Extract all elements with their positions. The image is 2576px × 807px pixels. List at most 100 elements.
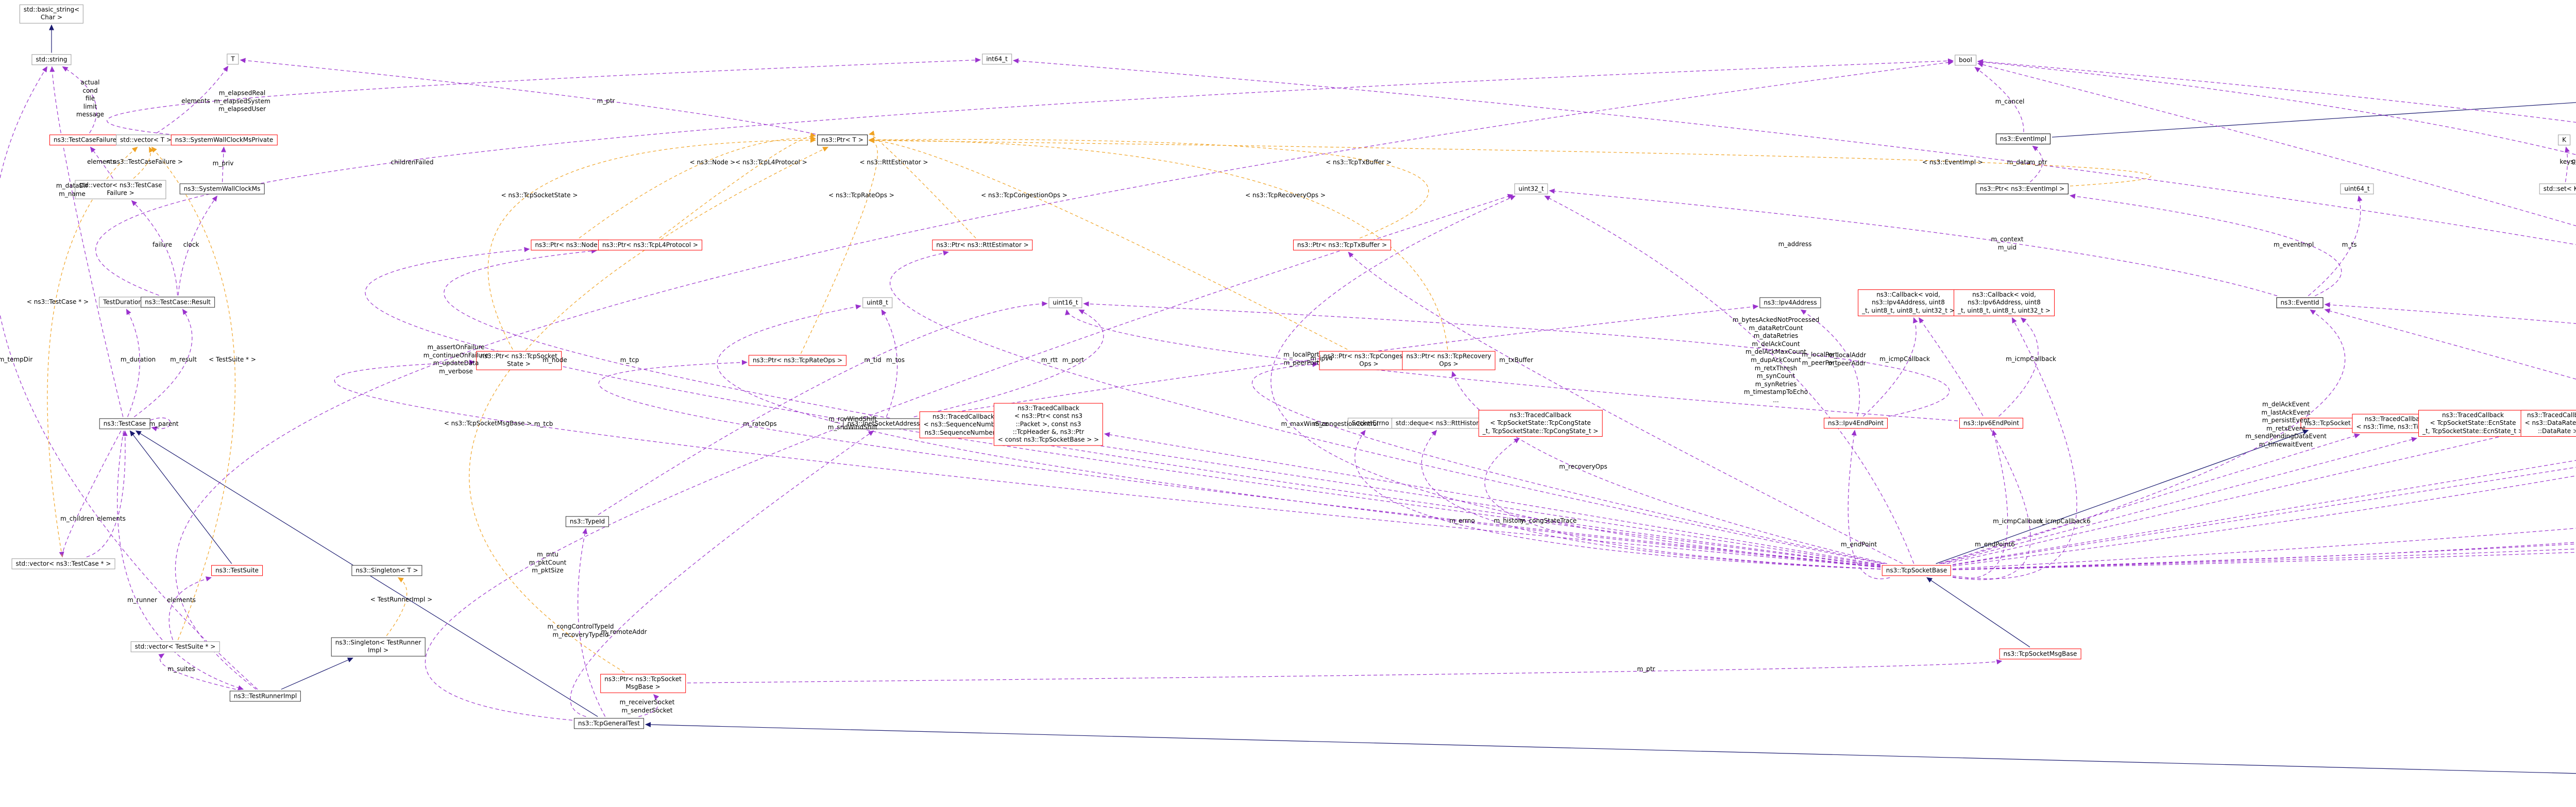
edge-label: m_icmpCallback: [2006, 355, 2056, 363]
edge-label: m_result: [170, 356, 197, 364]
edge-Ptr_EventImpl-EventImpl: [2029, 145, 2043, 182]
node-Ptr_EventImpl[interactable]: ns3::Ptr< ns3::EventImpl >: [1975, 183, 2069, 195]
node-set_K[interactable]: std::set< K >: [2539, 183, 2576, 195]
edge-label: m_icmpCallback: [1879, 355, 1930, 363]
edge-Ptr_TcpL4-Ptr_T: [659, 132, 816, 238]
node-Ptr_TSMB[interactable]: ns3::Ptr< ns3::TcpSocket MsgBase >: [600, 674, 686, 693]
edge-Ipv4EndPoint-uint16_t: [1083, 301, 1950, 417]
edge-label: m_ipv4: [1310, 355, 1333, 363]
node-TestCase[interactable]: ns3::TestCase: [99, 418, 150, 430]
edge-set_K-K: [2565, 146, 2570, 182]
edge-label: < ns3::TcpCongestionOps >: [981, 192, 1067, 199]
node-Ptr_T[interactable]: ns3::Ptr< T >: [817, 134, 868, 146]
node-SysWCMsPriv[interactable]: ns3::SystemWallClockMsPrivate: [171, 134, 278, 146]
node-bool[interactable]: bool: [1955, 55, 1976, 66]
node-TestCaseFailure[interactable]: ns3::TestCaseFailure: [49, 134, 121, 146]
node-Ptr_TcpL4[interactable]: ns3::Ptr< ns3::TcpL4Protocol >: [598, 239, 702, 251]
edge-Ptr_TxBuf-Ptr_T: [869, 137, 1429, 239]
node-Ptr_CongOps[interactable]: ns3::Ptr< ns3::TcpCongestion Ops >: [1319, 351, 1419, 370]
node-Ptr_RecOps[interactable]: ns3::Ptr< ns3::TcpRecovery Ops >: [1402, 351, 1496, 370]
edge-TestCase-std_string: [49, 66, 124, 417]
edge-label: m_endPoint6: [1975, 541, 2015, 548]
node-SocketErrno[interactable]: SocketErrno: [1347, 418, 1394, 429]
node-TcpGeneralTest[interactable]: ns3::TcpGeneralTest: [573, 718, 645, 729]
node-TypeId[interactable]: ns3::TypeId: [565, 516, 609, 527]
edge-TcpSocketBase-CB_v4: [1918, 317, 2031, 580]
edge-label: childrenFailed: [391, 159, 434, 166]
edge-vector_TSp-TestSuite: [168, 576, 212, 640]
node-TC_Ecn[interactable]: ns3::TracedCallback < TcpSocketState::Ec…: [2418, 409, 2528, 437]
node-InetSockAddr[interactable]: ns3::InetSocketAddress: [843, 418, 924, 430]
edge-label: m_icmpCallback6: [2036, 518, 2091, 525]
node-vector_TCF[interactable]: std::vector< ns3::TestCase Failure >: [75, 180, 166, 199]
edge-Result-vector_TCF: [131, 200, 178, 296]
node-Singleton_T[interactable]: ns3::Singleton< T >: [351, 565, 422, 576]
edge-label: keys: [2560, 158, 2574, 166]
node-TcpSocketMsgBase[interactable]: ns3::TcpSocketMsgBase: [1999, 648, 2081, 660]
node-std_string[interactable]: std::string: [31, 54, 72, 65]
edge-Singleton_TRI-Singleton_T: [386, 577, 408, 636]
edge-label: m_tid: [864, 356, 882, 364]
edge-label: m_cancel: [1995, 98, 2025, 106]
node-vector_TSp[interactable]: std::vector< TestSuite * >: [130, 641, 220, 653]
node-TestDuration[interactable]: TestDuration: [99, 297, 146, 308]
node-SysWCMs[interactable]: ns3::SystemWallClockMs: [179, 183, 265, 195]
node-Singleton_TRI[interactable]: ns3::Singleton< TestRunner Impl >: [331, 637, 426, 657]
node-TC_PktHdr[interactable]: ns3::TracedCallback < ns3::Ptr< const ns…: [993, 403, 1104, 446]
node-Ptr_RateOps[interactable]: ns3::Ptr< ns3::TcpRateOps >: [748, 355, 847, 366]
node-uint8_t[interactable]: uint8_t: [862, 297, 892, 308]
node-Ptr_TSS[interactable]: ns3::Ptr< ns3::TcpSocket State >: [476, 351, 562, 370]
edge-TcpSocketBase-uint32_t: [1270, 195, 1881, 568]
edge-TestRunnerImpl-Singleton_TRI: [281, 657, 353, 690]
node-TcpSocketBase[interactable]: ns3::TcpSocketBase: [1882, 565, 1952, 576]
edge-label: m_rcvWindShift m_sndWindShift: [827, 415, 878, 431]
node-Ipv4EndPoint[interactable]: ns3::Ipv4EndPoint: [1823, 418, 1888, 429]
edge-TcpSocketMsgBase-TcpSocketBase: [1926, 577, 2030, 647]
node-TestRunnerImpl[interactable]: ns3::TestRunnerImpl: [229, 691, 301, 702]
edge-SysWCMsPriv-int64_t: [107, 57, 981, 135]
node-K[interactable]: K: [2558, 134, 2570, 146]
edge-TcpSocketBase-SocketErrno: [1354, 430, 1881, 570]
edge-label: m_children: [60, 515, 94, 523]
node-Ipv4Address[interactable]: ns3::Ipv4Address: [1759, 297, 1821, 308]
edge-TcpSocketBase-TV_Seq: [1952, 548, 2576, 570]
node-uint16_t[interactable]: uint16_t: [1048, 297, 1082, 308]
edge-EventImpl-bool: [1974, 66, 2024, 132]
floating-label: m_address: [1778, 241, 1812, 248]
edge-TcpSocketBase-Ptr_RecOps: [1451, 371, 1887, 564]
edge-Ptr_TSMB-Ptr_T: [469, 146, 829, 673]
edge-label: m_tcb: [534, 420, 553, 428]
edge-label: m_priv: [212, 160, 234, 167]
node-TC_Seq[interactable]: ns3::TracedCallback < ns3::SequenceNumbe…: [919, 411, 1008, 439]
node-CB_v6[interactable]: ns3::Callback< void, ns3::Ipv6Address, u…: [1954, 289, 2055, 317]
edge-TestCase-Result: [133, 308, 193, 417]
node-vector_T[interactable]: std::vector< T >: [116, 134, 176, 146]
node-EventImpl[interactable]: ns3::EventImpl: [1995, 133, 2051, 145]
node-EventId[interactable]: ns3::EventId: [2276, 297, 2324, 308]
node-uint32_t[interactable]: uint32_t: [1514, 183, 1548, 195]
node-Result[interactable]: ns3::TestCase::Result: [141, 297, 215, 308]
edge-label: m_ptr: [597, 97, 615, 105]
node-CB_v4[interactable]: ns3::Callback< void, ns3::Ipv4Address, u…: [1858, 289, 1959, 317]
node-Ptr_Rtt[interactable]: ns3::Ptr< ns3::RttEstimator >: [932, 239, 1033, 251]
edge-Ptr_Rtt-Ptr_T: [869, 130, 976, 238]
node-Ptr_Node[interactable]: ns3::Ptr< ns3::Node >: [531, 239, 609, 251]
edge-label: m_ptr: [2029, 159, 2047, 166]
node-uint64_t[interactable]: uint64_t: [2340, 183, 2374, 195]
edge-TcpGeneralTest-uint32_t: [425, 194, 1514, 721]
node-deque_Rtt[interactable]: std::deque< ns3::RttHistory >: [1391, 418, 1494, 429]
node-TestSuite[interactable]: ns3::TestSuite: [211, 565, 263, 576]
node-TC_DataRate[interactable]: ns3::TracedCallback < ns3::DataRate, ns3…: [2520, 409, 2576, 437]
edge-label: m_data: [2007, 159, 2030, 166]
edge-label: m_eventImpl: [2273, 241, 2314, 249]
node-TcpSocket[interactable]: ns3::TcpSocket: [2300, 418, 2355, 429]
node-Ipv6EndPoint[interactable]: ns3::Ipv6EndPoint: [1959, 418, 2024, 429]
node-basic_string[interactable]: std::basic_string< Char >: [19, 4, 84, 24]
node-T[interactable]: T: [227, 54, 239, 65]
node-TC_CongState[interactable]: ns3::TracedCallback < TcpSocketState::Tc…: [1478, 409, 1603, 437]
node-vector_TCp[interactable]: std::vector< ns3::TestCase * >: [11, 558, 115, 570]
edge-label: < TestSuite * >: [209, 356, 256, 364]
node-Ptr_TxBuf[interactable]: ns3::Ptr< ns3::TcpTxBuffer >: [1293, 239, 1392, 251]
edge-label: m_context m_uid: [1991, 235, 2024, 251]
node-int64_t[interactable]: int64_t: [982, 54, 1012, 65]
